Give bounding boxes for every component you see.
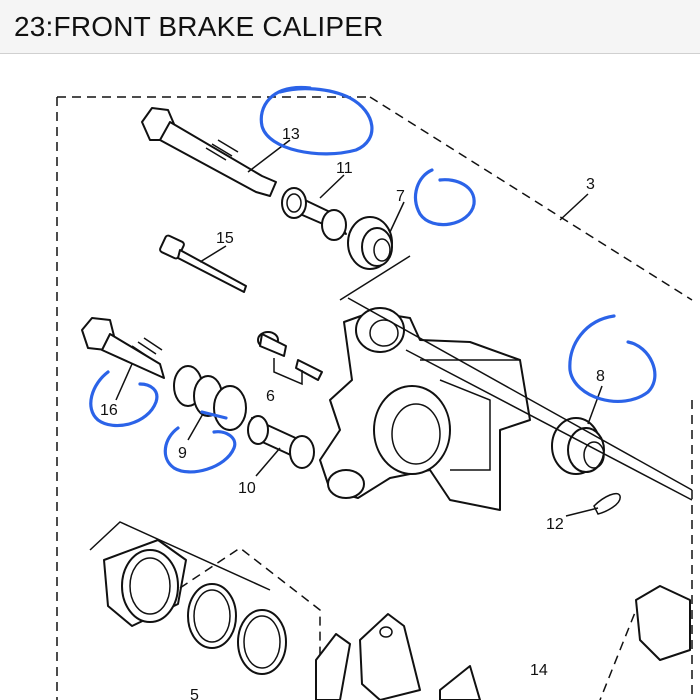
- part-14-pads: [315, 585, 691, 700]
- brake-caliper-diagram: 13 11 3 7 15 6 8 16 9 10 12 14 5: [56, 86, 693, 700]
- callout-15: 15: [216, 230, 234, 247]
- part-16-bolt: [81, 317, 165, 379]
- callout-16: 16: [100, 402, 118, 419]
- ink-annotations: [89, 86, 657, 474]
- page-title-text: 23:FRONT BRAKE CALIPER: [14, 11, 384, 42]
- callout-12: 12: [546, 516, 564, 533]
- ink-circle-8: [568, 314, 657, 403]
- part-12-clip: [593, 492, 621, 515]
- callout-10: 10: [238, 480, 256, 497]
- part-10-sleeve: [247, 415, 315, 469]
- page-title: 23:FRONT BRAKE CALIPER: [0, 0, 700, 54]
- callout-3: 3: [586, 176, 595, 193]
- part-11-sleeve: [281, 187, 347, 241]
- ink-circle-13: [259, 86, 374, 156]
- ink-circle-9: [163, 426, 237, 474]
- callout-9: 9: [178, 445, 187, 462]
- part-9-boot: [173, 365, 247, 431]
- callout-7: 7: [396, 188, 405, 205]
- part-13-bolt: [141, 107, 277, 197]
- callout-5: 5: [190, 687, 199, 700]
- assembly-boundary: [56, 96, 693, 700]
- ink-circle-7: [414, 168, 476, 227]
- part-6-bleeder: [257, 331, 323, 386]
- part-5-piston-seals: [89, 521, 321, 700]
- callout-6: 6: [266, 388, 275, 405]
- callout-11: 11: [336, 160, 353, 177]
- callout-14: 14: [530, 662, 548, 679]
- ink-circle-16: [89, 370, 159, 428]
- part-15-pin: [159, 234, 247, 293]
- ink-hatch-9: [200, 410, 228, 420]
- part-7-boot: [347, 216, 393, 270]
- callout-13: 13: [282, 126, 300, 143]
- callout-8: 8: [596, 368, 605, 385]
- part-3-caliper-body: [319, 307, 531, 511]
